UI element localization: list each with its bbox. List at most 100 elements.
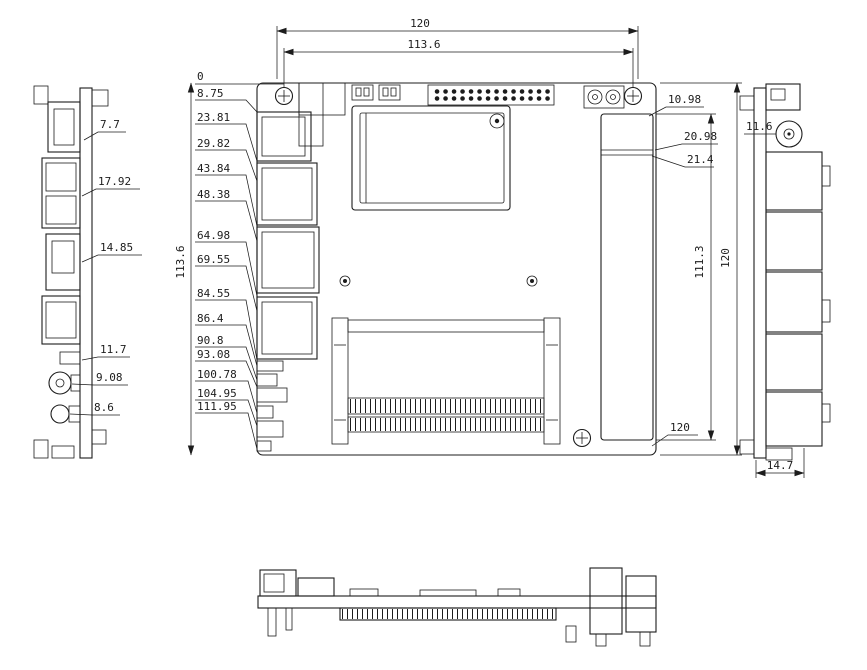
dim-label-left-8: 84.55: [197, 287, 230, 300]
dim-label-left-4: 43.84: [197, 162, 230, 175]
bottom-foot-2: [765, 447, 793, 461]
dim-label-left-5: 48.38: [197, 188, 230, 201]
leader-left-6: [195, 241, 258, 297]
small-connector: [59, 351, 81, 365]
dim-label-left-2: 23.81: [197, 111, 230, 124]
bottom-tab: [91, 429, 107, 445]
usb-port-lower: [45, 195, 77, 225]
left-edge-connectors: [256, 111, 320, 452]
top-bump: [419, 589, 477, 597]
power-jack: [50, 404, 70, 424]
connector-usb-stack: [256, 162, 318, 226]
bottom-foot: [739, 439, 755, 455]
mounting-hole-bottom: [572, 428, 592, 448]
leg: [285, 607, 293, 631]
power-jack-body: [68, 405, 81, 423]
leg: [267, 607, 277, 637]
leader-side-5: [69, 413, 120, 416]
pcb-edge: [257, 595, 657, 609]
connector-small-1: [256, 360, 284, 372]
leg: [565, 625, 577, 643]
edge-nub: [821, 403, 831, 423]
standoff-right: [526, 275, 538, 287]
leader-side-2: [81, 254, 142, 263]
audio-jack-body: [70, 374, 81, 392]
connector-block-5: [765, 391, 823, 447]
m2-module: [351, 105, 511, 211]
connector-block-1: [765, 151, 823, 211]
leader-side-1: [81, 188, 140, 197]
leader-left-4: [195, 174, 258, 227]
pin-header-outline: [427, 84, 555, 106]
rj45-connector: [45, 233, 81, 291]
leader-left-9: [195, 324, 258, 367]
leader-side-0: [83, 131, 126, 141]
top-foot: [739, 95, 755, 111]
sodimm-socket: [331, 317, 561, 445]
dim-label-left-11: 93.08: [197, 348, 230, 361]
connector-hdmi: [256, 111, 312, 162]
board-outline: [256, 82, 657, 456]
standoff-right-dot: [530, 279, 534, 283]
dual-round-connector: [583, 85, 625, 109]
right-side-view: 11.6 14.7: [739, 83, 831, 478]
leader-left-5: [195, 200, 258, 242]
dim-label-left-14: 111.95: [197, 400, 237, 413]
sodimm-top-rail: [347, 319, 545, 333]
top-view: [256, 82, 657, 456]
sodimm-slot-upper: [347, 397, 545, 415]
connector-usb2: [256, 296, 318, 360]
right-edge-connector-bar: [600, 113, 654, 441]
leader-side-3: [81, 356, 130, 361]
connector-bar-outline: [600, 113, 654, 441]
dim-label-left-6: 64.98: [197, 229, 230, 242]
standoff-left-dot: [343, 279, 347, 283]
dim-label-side-0: 7.7: [100, 118, 120, 131]
connector-block-2: [765, 211, 823, 271]
hdmi-connector: [47, 101, 81, 153]
left-block: [259, 569, 297, 597]
leader-left-13: [195, 399, 258, 427]
leader-left-14: [195, 412, 258, 450]
left-block-2: [297, 577, 335, 597]
leader-left-12: [195, 380, 258, 414]
connector-hdmi-inner: [261, 116, 306, 157]
mounting-hole-circle: [572, 428, 592, 448]
wire-header-2-pin: [382, 87, 389, 97]
mounting-hole-top-right: [623, 86, 643, 106]
m2-screw-hole: [489, 113, 505, 129]
connector-small-2: [256, 373, 278, 387]
top-bump: [349, 588, 379, 597]
wire-header-2-pin: [390, 87, 397, 97]
pcb-edge: [753, 87, 767, 459]
dim-label-left-3: 29.82: [197, 137, 230, 150]
connector-block-4: [765, 333, 823, 391]
round-port: [605, 89, 621, 105]
usb-stack-connector: [41, 157, 81, 229]
dim-label-left-10: 90.8: [197, 334, 224, 347]
bottom-foot: [33, 439, 49, 459]
round-port-center: [610, 94, 616, 100]
connector-lan-inner: [261, 231, 315, 289]
left-side-view: 7.7 17.92 14.85 11.7 9.08 8.6: [33, 85, 142, 459]
dim-label-right-2: 21.4: [687, 153, 714, 166]
dim-label-left-12: 100.78: [197, 368, 237, 381]
top-bump: [497, 588, 521, 597]
gpio-pin-header: [427, 84, 555, 106]
m2-screw-center: [494, 118, 500, 124]
dim-label-side-4: 9.08: [96, 371, 123, 384]
sodimm-latch-right: [543, 317, 561, 445]
dim-label-side-5: 8.6: [94, 401, 114, 414]
right-block-2: [625, 575, 657, 633]
top-tab: [91, 89, 109, 107]
audio-jack: [48, 371, 72, 395]
connector-small-6: [256, 440, 272, 452]
dimensions-right: 10.98 20.98 21.4 120 111.3 120: [648, 82, 742, 456]
leader-left-11: [195, 360, 258, 388]
round-port-center: [592, 94, 598, 100]
dim-label-right-0: 10.98: [668, 93, 701, 106]
leader-left-8: [195, 299, 258, 361]
edge-nub: [821, 165, 831, 187]
round-connector-inner: [783, 128, 795, 140]
